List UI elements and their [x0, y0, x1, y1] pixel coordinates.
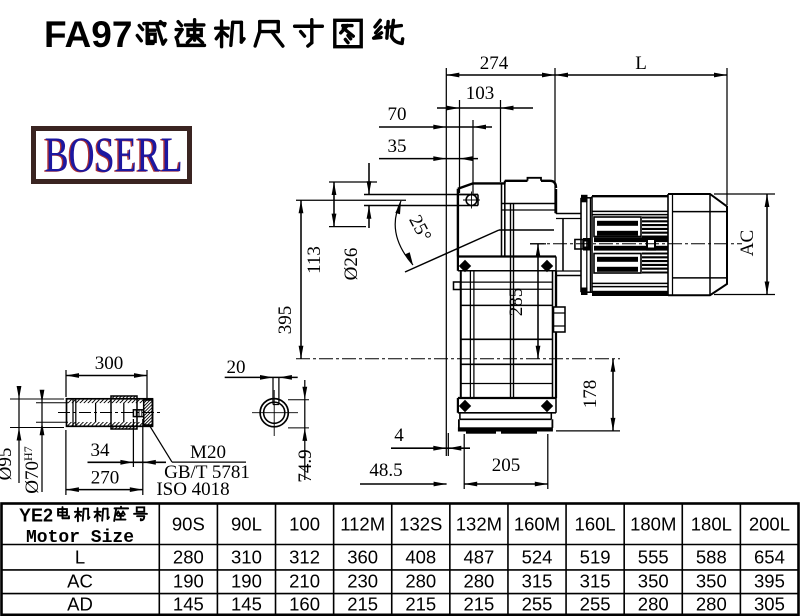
svg-text:350: 350: [696, 571, 727, 592]
svg-text:315: 315: [522, 571, 553, 592]
svg-text:555: 555: [638, 547, 669, 568]
svg-text:280: 280: [463, 571, 494, 592]
svg-text:GB/T 5781: GB/T 5781: [164, 462, 250, 483]
svg-text:270: 270: [91, 468, 120, 489]
svg-text:395: 395: [754, 571, 785, 592]
svg-text:350: 350: [638, 571, 669, 592]
svg-text:M20: M20: [190, 442, 226, 463]
svg-text:Ø95: Ø95: [0, 448, 16, 481]
svg-text:Ø26: Ø26: [341, 248, 362, 281]
svg-text:360: 360: [347, 547, 378, 568]
svg-text:524: 524: [522, 547, 553, 568]
svg-text:280: 280: [638, 594, 669, 615]
svg-text:34: 34: [91, 440, 111, 461]
svg-text:70: 70: [388, 104, 407, 125]
svg-text:315: 315: [580, 571, 611, 592]
svg-text:L: L: [75, 547, 85, 568]
svg-text:90S: 90S: [172, 514, 205, 535]
svg-text:145: 145: [231, 594, 262, 615]
svg-text:48.5: 48.5: [369, 460, 402, 481]
svg-text:132M: 132M: [456, 514, 502, 535]
svg-text:305: 305: [754, 594, 785, 615]
svg-text:112M: 112M: [340, 514, 385, 535]
svg-text:BOSERL: BOSERL: [45, 126, 183, 182]
svg-text:280: 280: [405, 571, 436, 592]
svg-text:210: 210: [289, 571, 320, 592]
svg-text:103: 103: [466, 83, 495, 104]
svg-text:200L: 200L: [749, 514, 790, 535]
svg-text:487: 487: [463, 547, 494, 568]
svg-text:215: 215: [463, 594, 494, 615]
svg-text:178: 178: [580, 380, 601, 409]
svg-text:408: 408: [405, 547, 436, 568]
svg-text:74.9: 74.9: [295, 449, 316, 482]
svg-text:35: 35: [388, 136, 407, 157]
svg-text:Ø70H7: Ø70H7: [21, 446, 43, 493]
svg-text:255: 255: [580, 594, 611, 615]
svg-text:280: 280: [173, 547, 204, 568]
svg-text:20: 20: [227, 357, 246, 378]
svg-text:25°: 25°: [404, 212, 435, 245]
svg-text:160M: 160M: [514, 514, 560, 535]
svg-text:90L: 90L: [231, 514, 262, 535]
svg-text:4: 4: [394, 425, 404, 446]
svg-text:205: 205: [492, 455, 521, 476]
svg-text:190: 190: [231, 571, 262, 592]
svg-text:274: 274: [480, 53, 509, 74]
svg-text:BOSERL: BOSERL: [43, 127, 181, 183]
svg-text:100: 100: [289, 514, 320, 535]
svg-text:285: 285: [506, 288, 527, 317]
svg-text:FA97: FA97: [44, 14, 132, 55]
svg-text:AD: AD: [67, 594, 93, 615]
svg-text:395: 395: [275, 306, 296, 335]
svg-text:654: 654: [754, 547, 785, 568]
svg-text:160L: 160L: [575, 514, 616, 535]
svg-text:L: L: [635, 53, 647, 74]
svg-text:Motor Size: Motor Size: [26, 528, 134, 548]
svg-text:310: 310: [231, 547, 262, 568]
svg-text:145: 145: [173, 594, 204, 615]
svg-text:588: 588: [696, 547, 727, 568]
svg-text:160: 160: [289, 594, 320, 615]
svg-text:280: 280: [696, 594, 727, 615]
svg-text:AC: AC: [67, 571, 93, 592]
svg-text:132S: 132S: [399, 514, 442, 535]
svg-text:230: 230: [347, 571, 378, 592]
svg-text:AC: AC: [737, 230, 758, 256]
svg-text:312: 312: [289, 547, 320, 568]
svg-text:113: 113: [304, 246, 325, 274]
svg-text:YE2: YE2: [19, 506, 53, 526]
svg-text:190: 190: [173, 571, 204, 592]
svg-text:215: 215: [347, 594, 378, 615]
svg-text:300: 300: [95, 353, 124, 374]
svg-text:255: 255: [522, 594, 553, 615]
svg-text:215: 215: [405, 594, 436, 615]
svg-text:519: 519: [580, 547, 611, 568]
svg-text:180M: 180M: [630, 514, 676, 535]
svg-text:180L: 180L: [691, 514, 732, 535]
svg-text:ISO 4018: ISO 4018: [156, 479, 229, 500]
